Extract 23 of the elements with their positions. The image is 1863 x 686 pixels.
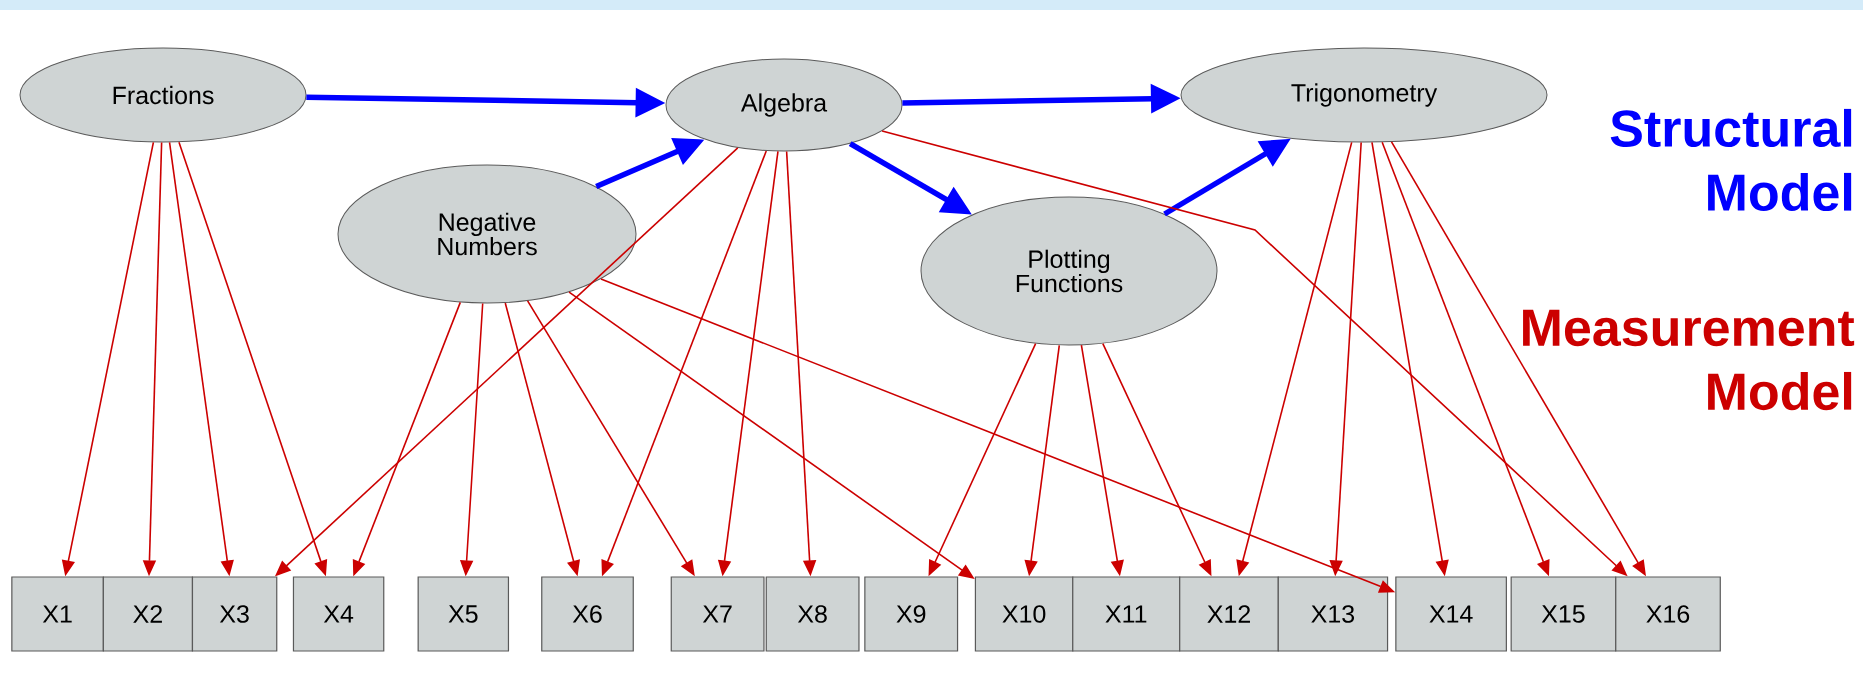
variable-box: X10	[974, 576, 1074, 652]
model-label: Structural Model	[1610, 108, 1852, 212]
ellipse-node: Trigonometry	[1180, 47, 1548, 143]
variable-box: X7	[670, 576, 765, 652]
variable-box: X6	[541, 576, 634, 652]
variable-box: X14	[1395, 576, 1507, 652]
variable-box: X8	[765, 576, 860, 652]
variable-box: X15	[1510, 576, 1617, 652]
variable-box: X12	[1179, 576, 1279, 652]
ellipse-node: Algebra	[665, 58, 903, 152]
variable-box: X13	[1277, 576, 1389, 652]
variable-box: X11	[1072, 576, 1181, 652]
model-label: Measurement Model	[1523, 309, 1855, 411]
ellipse-node: Fractions	[19, 47, 307, 143]
ellipse-node: Plotting Functions	[920, 196, 1218, 346]
variable-box: X9	[864, 576, 959, 652]
variable-box: X16	[1615, 576, 1721, 652]
variable-box: X2	[102, 576, 194, 652]
variable-box: X5	[417, 576, 510, 652]
variable-box: X4	[292, 576, 385, 652]
ellipse-node: Negative Numbers	[337, 164, 637, 304]
variable-box: X1	[11, 576, 104, 652]
variable-box: X3	[191, 576, 278, 652]
